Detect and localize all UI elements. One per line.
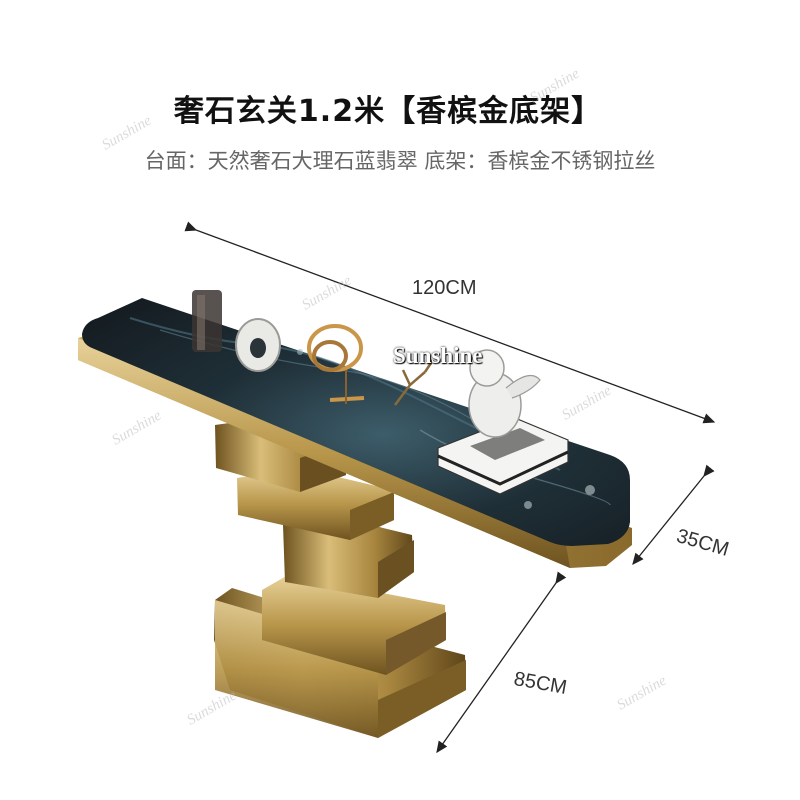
product-subtitle: 台面：天然奢石大理石蓝翡翠 底架：香槟金不锈钢拉丝 xyxy=(144,149,656,173)
height-dimension-line xyxy=(436,571,567,754)
width-dimension-line xyxy=(184,221,716,424)
watermark-main: Sunshine xyxy=(393,343,483,368)
decor-books xyxy=(437,417,569,495)
decor-antler-sculpture xyxy=(394,359,435,406)
product-title: 奢石玄关1.2米【香槟金底架】 xyxy=(173,94,603,129)
decor-gold-knot xyxy=(307,324,365,404)
depth-dimension-line xyxy=(632,464,715,566)
decor-figure-sculpture xyxy=(468,349,541,438)
width-label: 120CM xyxy=(412,277,477,299)
decor-ring-sculpture xyxy=(235,318,281,372)
decor-vase xyxy=(192,290,222,352)
